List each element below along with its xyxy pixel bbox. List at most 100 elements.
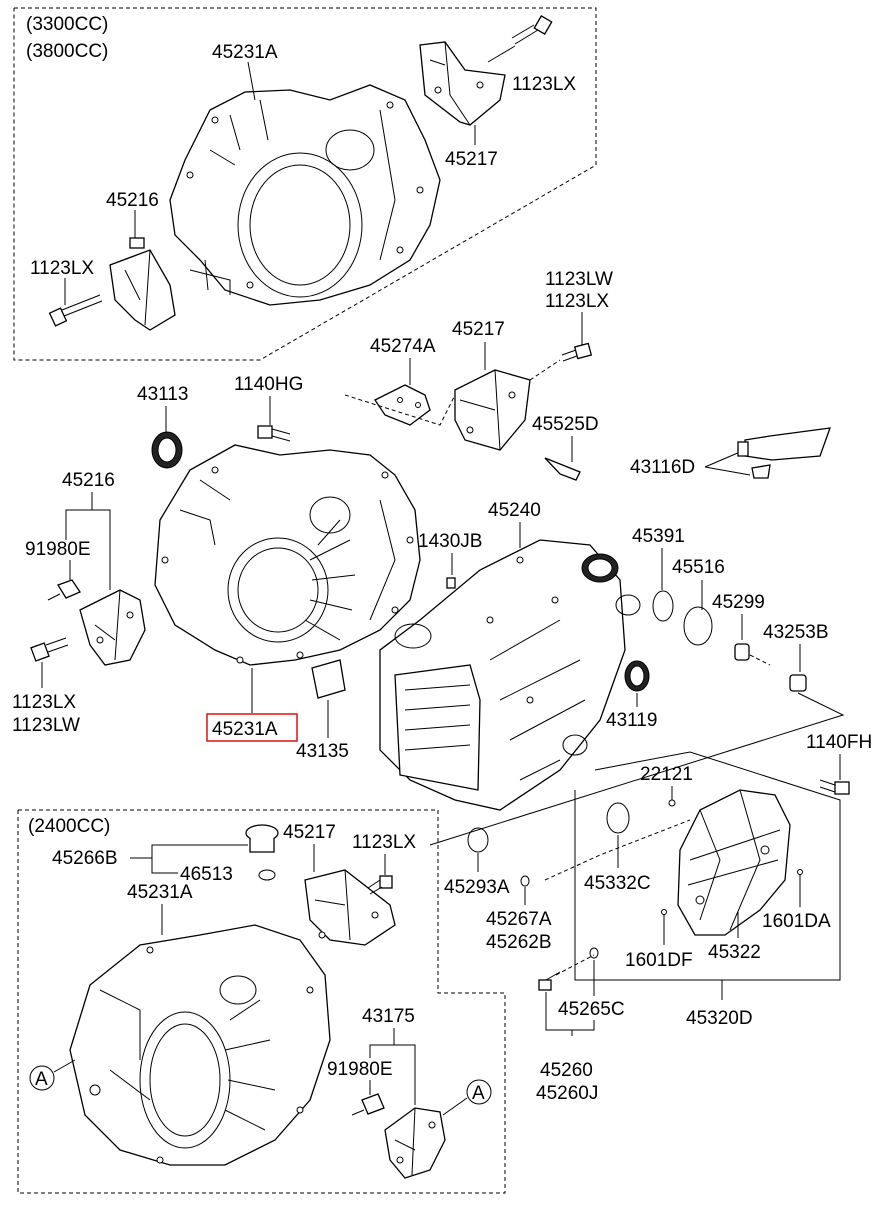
seal-ring-icon xyxy=(520,875,530,887)
label-45217-top: 45217 xyxy=(445,149,498,170)
label-91980E-mid: 91980E xyxy=(25,539,91,560)
leader-45260 xyxy=(545,992,573,1036)
leader-43116D xyxy=(704,466,751,476)
oil-seal-icon xyxy=(624,660,650,692)
guide-dashed-line xyxy=(555,954,595,976)
o-ring-icon xyxy=(652,590,674,622)
leader-45216-mid xyxy=(92,509,111,590)
clip-icon xyxy=(47,579,81,601)
label-1601DA: 1601DA xyxy=(762,911,831,932)
label-45231A-top: 45231A xyxy=(212,42,278,63)
label-91980E-bottom: 91980E xyxy=(327,1059,393,1080)
label-45525D: 45525D xyxy=(532,414,599,435)
mounting-bracket-left-top-icon xyxy=(109,237,176,331)
bolt-icon xyxy=(561,342,593,362)
transaxle-housing-top-icon xyxy=(169,84,441,306)
label-45293A: 45293A xyxy=(444,877,510,898)
label-45240: 45240 xyxy=(488,500,541,521)
bolt-icon xyxy=(367,875,393,895)
label-1123LX-mid: 1123LX xyxy=(545,291,609,312)
label-45216-mid: 45216 xyxy=(62,470,115,491)
dowel-pin-icon xyxy=(446,577,456,589)
label-45516: 45516 xyxy=(672,557,725,578)
leader-45266B xyxy=(130,844,248,859)
leader-43175 xyxy=(394,1044,416,1105)
cover-plate-icon xyxy=(311,659,346,699)
label-1123LW-mid: 1123LW xyxy=(545,269,613,290)
pin-icon xyxy=(668,799,676,807)
label-45262B: 45262B xyxy=(486,932,552,953)
label-43253B: 43253B xyxy=(763,622,829,643)
group-2400: (2400CC) 45266B 46513 45217 1123LX 45231… xyxy=(17,809,506,1194)
label-43116D: 43116D xyxy=(630,457,695,478)
label-45299: 45299 xyxy=(712,592,765,613)
leader-45266B xyxy=(151,858,178,874)
label-45267A: 45267A xyxy=(486,909,552,930)
leader-43116D xyxy=(704,451,741,468)
label-22121: 22121 xyxy=(640,764,693,785)
leader-bolt xyxy=(487,45,516,63)
label-ref-a-left: A xyxy=(35,1069,48,1090)
bolt-icon xyxy=(30,637,69,662)
label-45332C: 45332C xyxy=(584,873,651,894)
group-3300-3800: (3300CC) (3800CC) 45231A 1 xyxy=(13,7,597,361)
mounting-bracket-2400-icon xyxy=(384,1107,446,1179)
group-main: 1123LW 1123LX 45274A 45217 43113 xyxy=(12,269,845,846)
leader-ref-a xyxy=(53,1059,76,1073)
mounting-bracket-bottom-icon xyxy=(304,869,396,946)
label-45322: 45322 xyxy=(708,942,761,963)
label-45217-bottom: 45217 xyxy=(283,822,336,843)
reference-marker-a xyxy=(29,1065,55,1091)
mounting-bracket-top-icon xyxy=(419,41,506,126)
clip-icon xyxy=(351,1093,385,1116)
label-45266B: 45266B xyxy=(52,848,118,869)
label-46513: 46513 xyxy=(180,864,233,885)
drain-plug-icon xyxy=(538,971,561,991)
label-1123LX-topleft: 1123LX xyxy=(30,258,94,279)
label-43175: 43175 xyxy=(362,1006,415,1027)
label-1601DF: 1601DF xyxy=(625,950,693,971)
leader-43175 xyxy=(369,1028,395,1058)
label-45231A-bottom: 45231A xyxy=(127,882,193,903)
plug-icon xyxy=(734,643,750,661)
breather-clip-icon xyxy=(544,457,581,481)
leader-45260 xyxy=(572,1020,595,1031)
transaxle-case-icon xyxy=(379,539,641,811)
transaxle-housing-main-icon xyxy=(154,444,421,666)
variant-label-3300cc: (3300CC) xyxy=(26,14,108,35)
mounting-bracket-mid-icon xyxy=(454,369,531,451)
pin-icon xyxy=(797,869,803,875)
transaxle-housing-bottom-icon xyxy=(69,924,331,1166)
guide-dashed-line xyxy=(529,359,561,381)
label-45217-mid: 45217 xyxy=(452,319,505,340)
group-boundary-bottom xyxy=(17,809,506,1194)
cap-icon xyxy=(245,824,279,853)
bolt-icon xyxy=(819,779,850,795)
leader-case-boundary xyxy=(429,692,845,846)
label-45391: 45391 xyxy=(632,526,685,547)
group-cover: 1140FH 22121 1601DA 1601DF 45322 45320D … xyxy=(444,732,872,1104)
label-43113: 43113 xyxy=(137,384,188,405)
group-boundary-top xyxy=(13,7,597,361)
label-ref-a-right: A xyxy=(472,1083,485,1104)
mounting-bracket-left-mid-icon xyxy=(79,589,146,666)
label-1123LX-bottom: 1123LX xyxy=(352,832,416,853)
reference-marker-a xyxy=(466,1079,492,1105)
label-45231A-highlight[interactable]: 45231A xyxy=(212,719,278,740)
highlight-box-45231A xyxy=(206,713,298,742)
plug-icon xyxy=(789,674,807,692)
variant-label-3800cc: (3800CC) xyxy=(26,41,108,62)
bolt-icon xyxy=(511,15,553,45)
label-43119: 43119 xyxy=(606,710,657,731)
label-45260J: 45260J xyxy=(536,1083,598,1104)
variant-label-2400cc: (2400CC) xyxy=(28,816,110,837)
label-1140FH: 1140FH xyxy=(806,732,872,753)
label-45216-top: 45216 xyxy=(106,190,159,211)
label-1123LW-left: 1123LW xyxy=(12,715,80,736)
label-45274A: 45274A xyxy=(370,336,436,357)
seal-ring-icon xyxy=(589,947,599,959)
guide-dashed-line xyxy=(344,394,456,426)
leader-45231A-top xyxy=(247,61,256,101)
sealant-tube-icon xyxy=(737,427,831,479)
